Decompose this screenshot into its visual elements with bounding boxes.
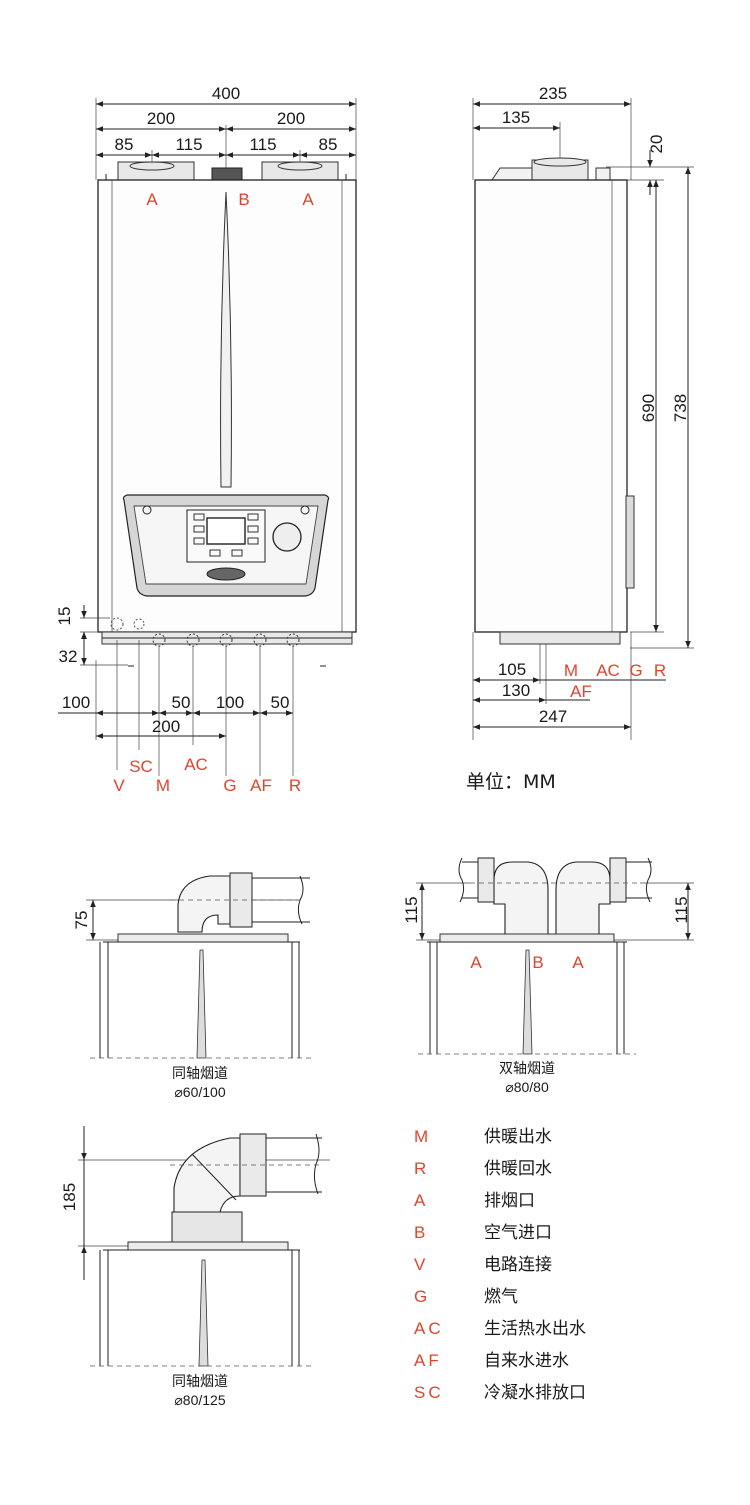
legend-code-a: A (414, 1191, 428, 1210)
front-label-v: V (113, 776, 125, 795)
dim-400: 400 (212, 84, 240, 103)
flue2-label-a-left: A (470, 953, 482, 972)
front-boiler-body (97, 161, 357, 667)
dim-200-bottom: 200 (152, 717, 180, 736)
dim-235: 235 (539, 84, 567, 103)
dim-100-mid: 100 (216, 693, 244, 712)
dim-247: 247 (539, 707, 567, 726)
front-label-a-left: A (146, 190, 158, 209)
legend-code-r: R (414, 1159, 429, 1178)
legend-code-sc: SC (414, 1383, 444, 1402)
dim-200-right: 200 (277, 109, 305, 128)
legend-code-ac: AC (414, 1319, 444, 1338)
side-right-dimensions: 690 738 (606, 150, 694, 649)
side-boiler-body (474, 157, 635, 645)
front-label-sc: SC (129, 757, 153, 776)
dim-105: 105 (498, 660, 526, 679)
dim-130: 130 (502, 681, 530, 700)
legend-text-v: 电路连接 (484, 1255, 552, 1275)
unit-label: 单位：MM (466, 771, 556, 793)
dim-738: 738 (671, 394, 690, 422)
dim-50-a: 50 (172, 693, 191, 712)
flue-twin-80-80: 115 115 A B A 双轴烟道 ⌀80/80 (402, 857, 694, 1095)
dim-50-b: 50 (271, 693, 290, 712)
legend-text-sc: 冷凝水排放口 (484, 1383, 586, 1403)
front-label-af: AF (250, 776, 272, 795)
front-label-ac: AC (184, 755, 208, 774)
legend-code-b: B (414, 1223, 428, 1242)
flue3-name: 同轴烟道 (172, 1373, 228, 1389)
front-label-b: B (238, 190, 249, 209)
flue2-dim-right: 115 (672, 896, 691, 923)
legend-code-m: M (414, 1127, 431, 1146)
legend-text-ac: 生活热水出水 (484, 1319, 586, 1339)
side-label-m: M (564, 661, 578, 680)
legend-text-b: 空气进口 (484, 1223, 552, 1243)
dim-135: 135 (502, 108, 530, 127)
dim-85-left: 85 (115, 135, 134, 154)
side-label-ac: AC (596, 661, 620, 680)
legend-text-g: 燃气 (484, 1287, 518, 1307)
dim-20: 20 (647, 135, 666, 154)
flue2-spec: ⌀80/80 (505, 1079, 549, 1095)
flue1-dim: 75 (72, 911, 91, 930)
legend-text-r: 供暖回水 (484, 1159, 552, 1179)
dim-200-left: 200 (147, 109, 175, 128)
dim-115-right: 115 (249, 135, 276, 154)
dim-100-left: 100 (62, 693, 90, 712)
flue-coaxial-60-100: 75 同轴烟道 ⌀60/100 (72, 872, 312, 1100)
front-bottom-dimensions: 100 50 100 50 200 (58, 640, 294, 776)
side-view: 235 135 20 690 738 (466, 84, 694, 793)
front-label-m: M (156, 776, 170, 795)
front-label-r: R (289, 776, 301, 795)
front-left-dimensions: 15 32 (55, 605, 128, 666)
legend-text-m: 供暖出水 (484, 1127, 552, 1147)
legend-text-a: 排烟口 (484, 1191, 535, 1211)
side-label-af: AF (570, 682, 592, 701)
flue1-spec: ⌀60/100 (174, 1084, 225, 1100)
side-bottom-dimensions: 105 130 247 M AC G R AF (472, 632, 666, 740)
side-label-r: R (654, 661, 666, 680)
flue2-label-b: B (532, 953, 543, 972)
side-top-dimensions: 235 135 20 (472, 84, 666, 180)
dim-15: 15 (55, 607, 74, 626)
legend-code-g: G (414, 1287, 430, 1306)
flue2-dim-left: 115 (402, 896, 421, 923)
dim-690: 690 (639, 394, 658, 422)
side-label-g: G (629, 661, 642, 680)
legend-text-af: 自来水进水 (484, 1351, 569, 1371)
dim-32: 32 (59, 647, 78, 666)
flue2-label-a-right: A (572, 953, 584, 972)
front-label-g: G (223, 776, 236, 795)
flue2-name: 双轴烟道 (499, 1060, 555, 1076)
front-label-a-right: A (302, 190, 314, 209)
flue3-dim: 185 (60, 1183, 79, 1211)
flue1-name: 同轴烟道 (172, 1065, 228, 1081)
front-top-dimensions: 400 200 200 85 115 115 85 (95, 84, 357, 180)
front-view: 400 200 200 85 115 115 85 (55, 84, 357, 795)
connection-legend: M 供暖出水 R 供暖回水 A 排烟口 B 空气进口 V 电路连接 G 燃气 AC 生活热水出水 AF 自来水… (414, 1127, 586, 1403)
legend-code-af: AF (414, 1351, 442, 1370)
legend-code-v: V (414, 1255, 428, 1274)
dim-115-left: 115 (175, 135, 202, 154)
flue-coaxial-80-125: 185 同轴烟道 ⌀80/125 (60, 1126, 330, 1408)
flue3-spec: ⌀80/125 (174, 1392, 225, 1408)
dim-85-right: 85 (319, 135, 338, 154)
